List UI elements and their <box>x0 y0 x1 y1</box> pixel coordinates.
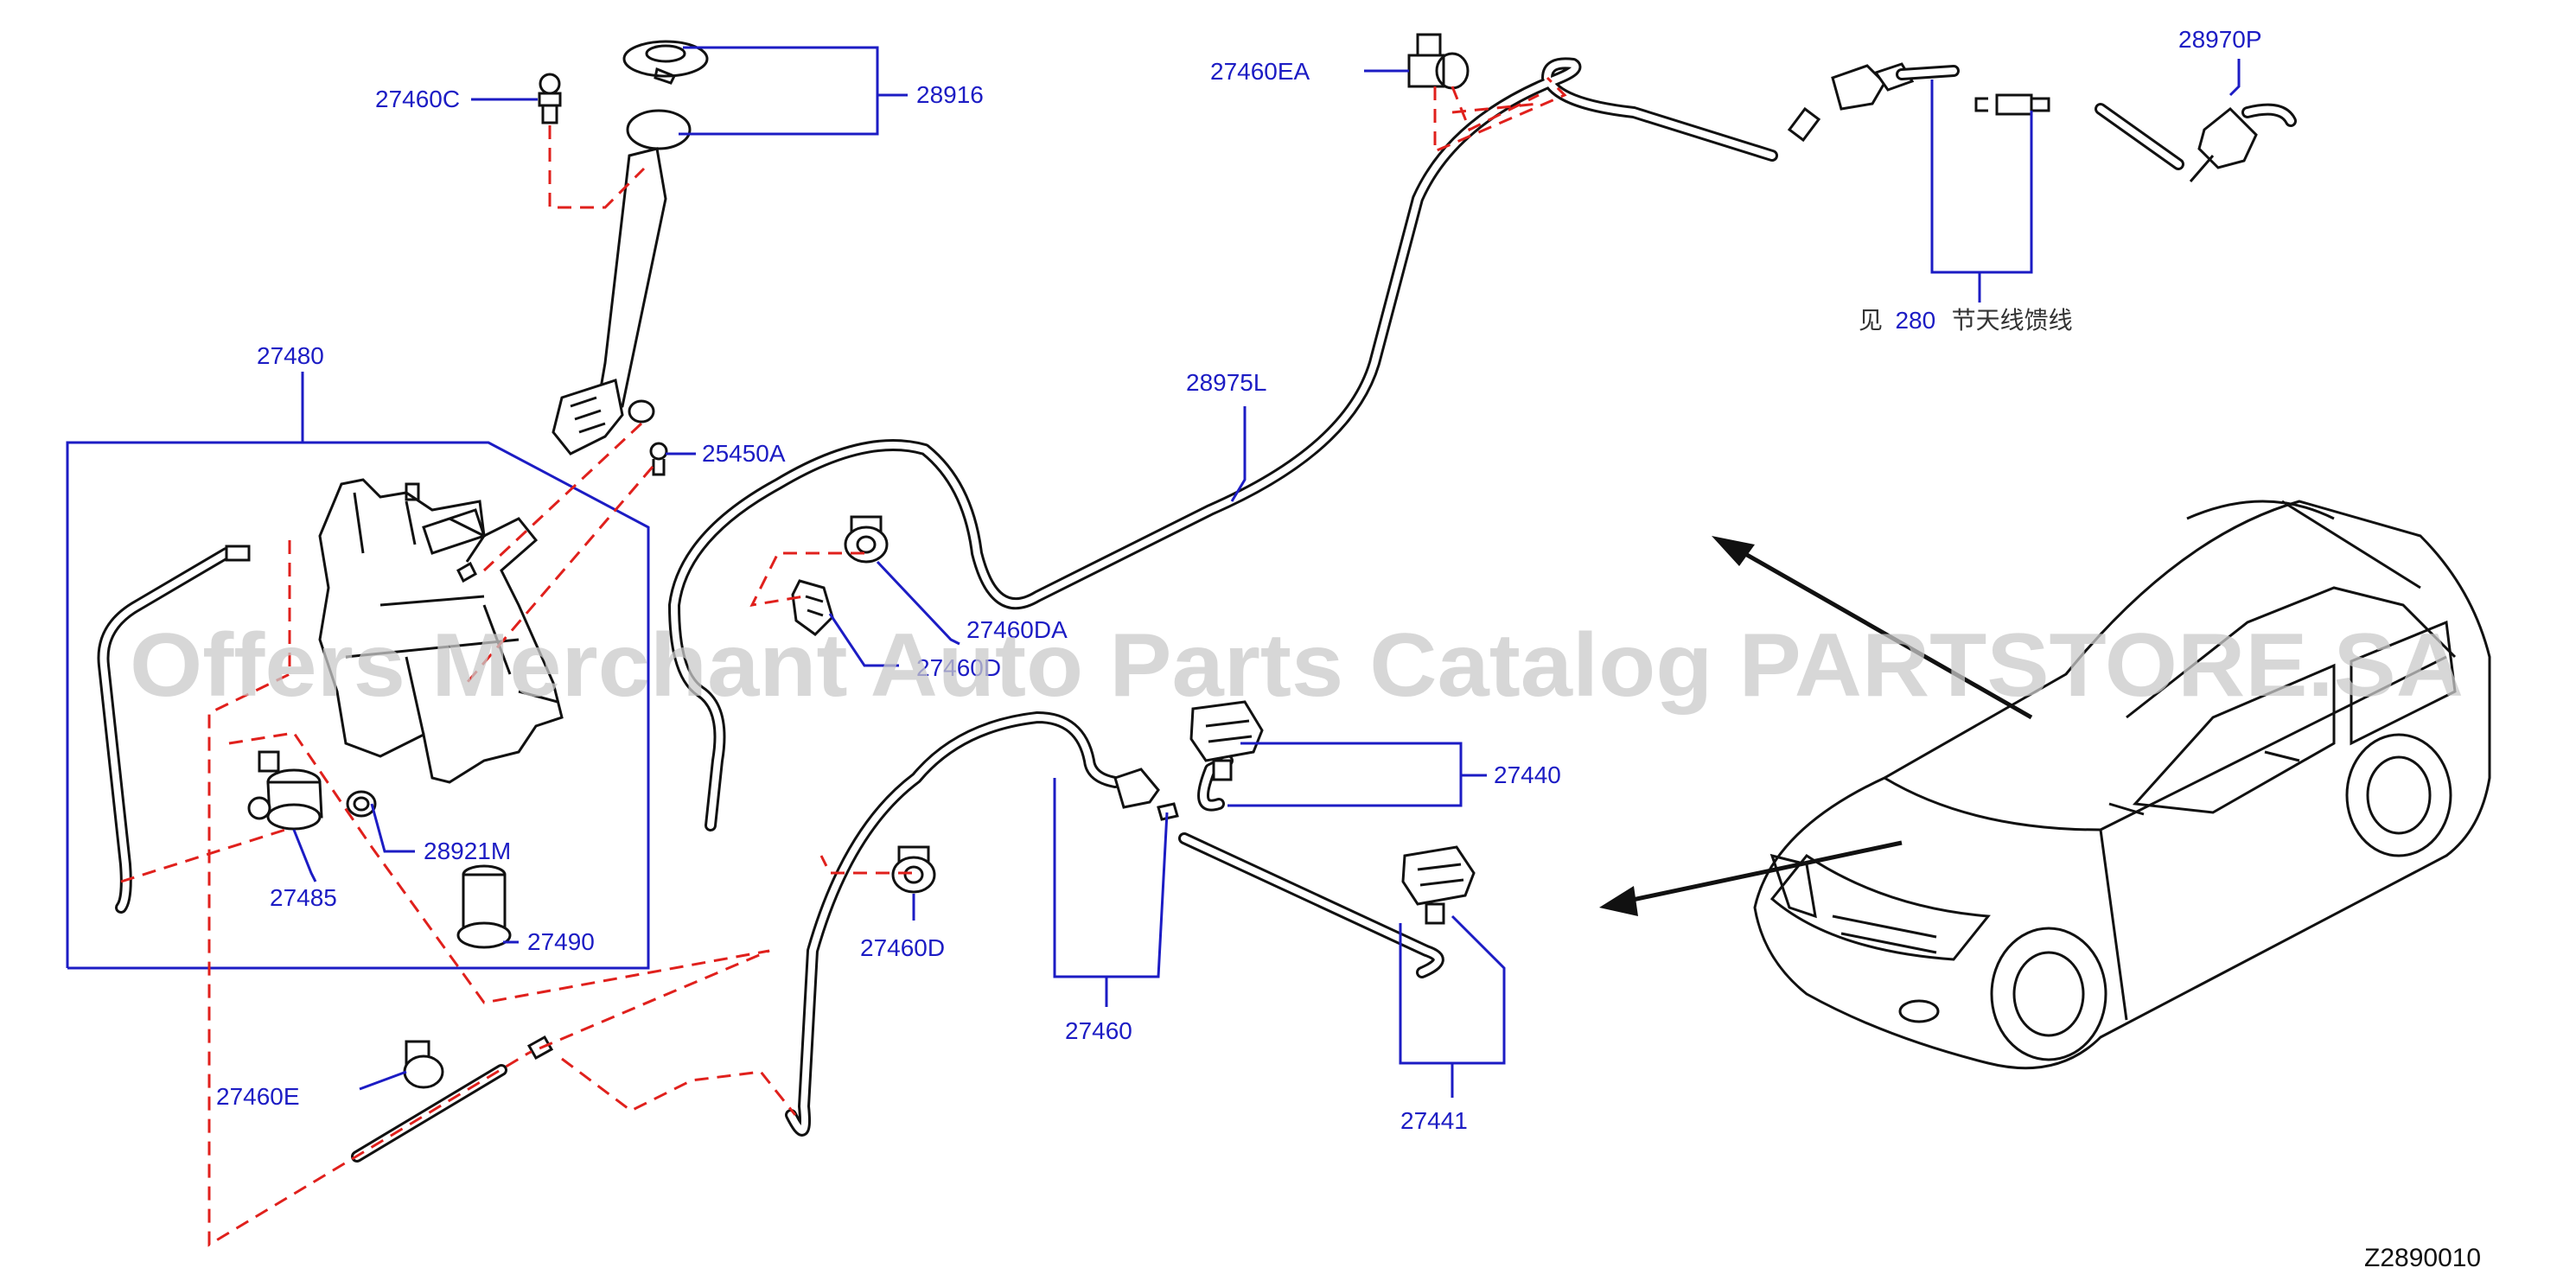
bolt-25450a <box>649 442 668 476</box>
watermark: Offers Merchant Auto Parts Catalog PARTS… <box>130 615 2464 716</box>
rear-nozzle-28970p <box>2095 103 2297 182</box>
label-27490: 27490 <box>527 928 595 955</box>
lower-washer-hose <box>785 711 1121 1137</box>
label-27441: 27441 <box>1400 1107 1468 1134</box>
label-27460c: 27460C <box>375 86 460 112</box>
label-27440: 27440 <box>1494 761 1561 788</box>
label-28921m: 28921M <box>424 838 511 864</box>
filler-neck-assembly <box>552 40 709 456</box>
hose-clip-27460ea <box>1407 33 1470 90</box>
washer-nozzle-upper <box>1189 700 1264 781</box>
note-prefix: 见 <box>1859 307 1883 334</box>
label-27460d-upper: 27460D <box>916 654 1001 681</box>
label-28970p: 28970P <box>2178 26 2262 53</box>
assembly-dashed-links <box>120 76 1567 1247</box>
reservoir-group-box <box>66 372 650 970</box>
main-washer-hose <box>668 57 1821 831</box>
washer-pump <box>247 750 323 831</box>
label-27460e: 27460E <box>216 1083 300 1110</box>
label-27460d-lower: 27460D <box>860 934 945 961</box>
diagram-code: Z2890010 <box>2364 1244 2481 1272</box>
hose-clip-27460d-upper <box>791 579 834 636</box>
hose-clip-27460da <box>844 515 889 564</box>
direction-arrows <box>1599 536 2033 916</box>
grommet <box>346 790 377 818</box>
note-section-link[interactable]: 280 <box>1895 307 1935 334</box>
label-27485: 27485 <box>270 884 337 911</box>
label-28975l: 28975L <box>1186 369 1266 396</box>
vehicle-illustration <box>1753 500 2491 1070</box>
level-sensor <box>456 864 512 949</box>
washer-nozzle-lower <box>1401 845 1476 925</box>
label-28916: 28916 <box>916 81 984 108</box>
hose-joint-valve <box>1113 755 1444 978</box>
bolt-27460c <box>538 73 562 124</box>
hose-clip-27460d-lower <box>891 845 936 894</box>
cross-reference-note: 见 280 节天线馈线 <box>1859 307 2073 334</box>
label-27460ea: 27460EA <box>1210 58 1310 85</box>
callout-leaders <box>292 46 2241 1098</box>
part-labels: 28916 27460C 27480 25450A 28921M 27485 2… <box>216 26 2481 1272</box>
label-27460: 27460 <box>1065 1017 1132 1044</box>
label-27460da: 27460DA <box>966 616 1068 643</box>
label-25450a: 25450A <box>702 440 786 467</box>
label-27480: 27480 <box>257 342 324 369</box>
note-suffix: 节天线馈线 <box>1952 307 2073 334</box>
tank-fill-hose <box>97 545 251 914</box>
rear-hose-connectors <box>1831 62 2050 116</box>
